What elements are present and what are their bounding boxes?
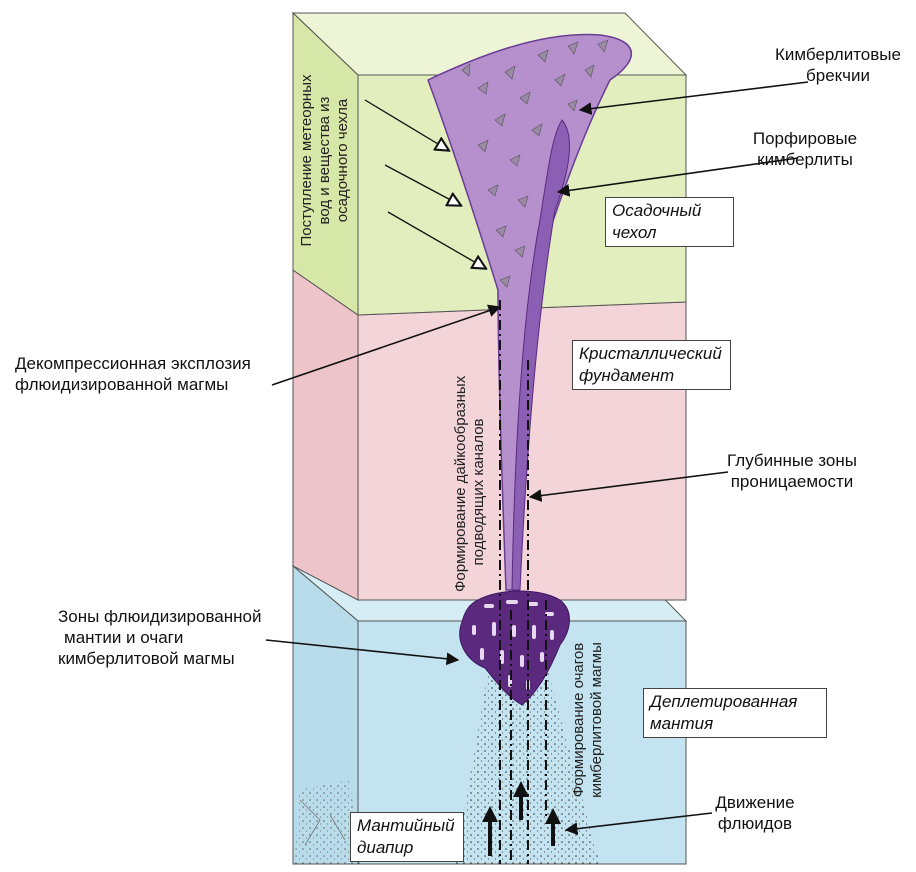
layer-sediment: Осадочный чехол (605, 197, 734, 247)
vertical-label-meteoric: Поступление метеорных вод и вещества из … (298, 53, 352, 268)
layer-crystalline: Кристаллический фундамент (572, 340, 731, 390)
label-kimberlite-breccia: Кимберлитовые брекчии (760, 44, 916, 86)
layer-depleted-mantle: Деплетированная мантия (643, 688, 827, 738)
label-fluid-movement: Движение флюидов (700, 792, 810, 834)
vertical-label-dike: Формирование дайкообразных подводящих ка… (452, 392, 488, 592)
vertical-label-magma-chambers: Формирование очагов кимберлитовой магмы (570, 625, 606, 815)
label-fluid-zones: Зоны флюидизированной мантии и очаги ким… (58, 606, 288, 669)
layer-mantle-diapir: Мантийный диапир (350, 812, 464, 862)
label-porphyry-kimberlite: Порфировые кимберлиты (730, 128, 880, 170)
label-decompression: Декомпрессионная эксплозия флюидизирован… (15, 353, 285, 395)
label-deep-zones: Глубинные зоны проницаемости (712, 450, 872, 492)
crystalline-block (293, 270, 686, 600)
